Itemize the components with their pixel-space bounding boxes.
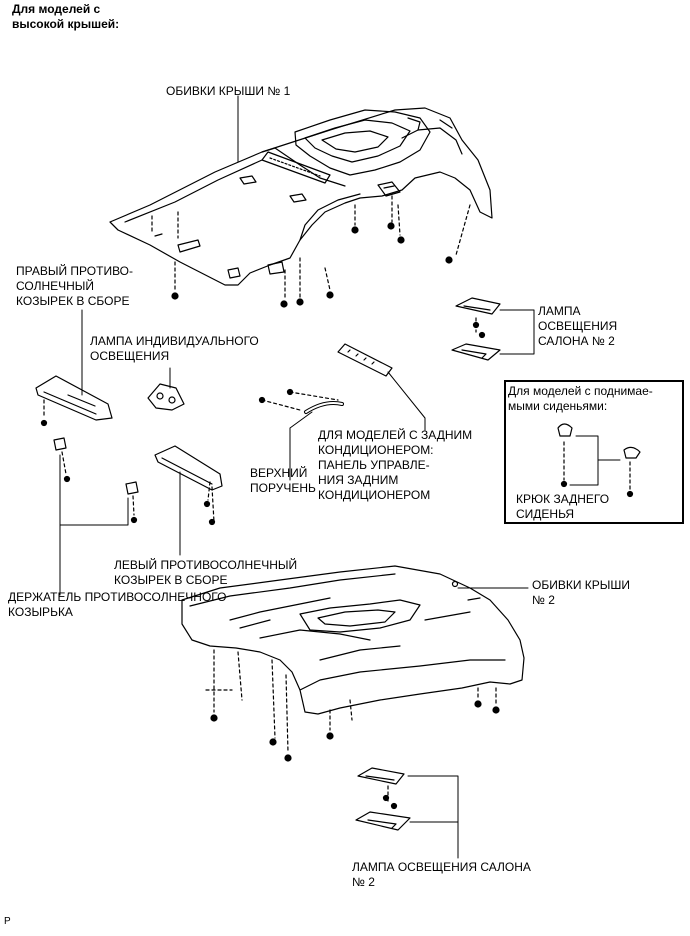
roof-lining-2-part (181, 565, 529, 762)
room-lamp-bottom-part (355, 767, 459, 859)
header-line-1: Для моделей с (12, 2, 101, 16)
room-lamp-top-part (451, 297, 535, 361)
left-sun-visor-part (154, 445, 223, 556)
label-personal-lamp: ЛАМПА ИНДИВИДУАЛЬНОГО ОСВЕЩЕНИЯ (90, 334, 259, 363)
label-rear-ac-panel: ДЛЯ МОДЕЛЕЙ С ЗАДНИМ КОНДИЦИОНЕРОМ: ПАНЕ… (318, 428, 473, 502)
label-room-lamp-bottom: ЛАМПА ОСВЕЩЕНИЯ САЛОНА № 2 (352, 860, 531, 889)
label-left-visor: ЛЕВЫЙ ПРОТИВОСОЛНЕЧНЫЙ КОЗЫРЕК В СБОРЕ (114, 558, 298, 587)
label-visor-holder: ДЕРЖАТЕЛЬ ПРОТИВОСОЛНЕЧНОГО КОЗЫРЬКА (8, 590, 227, 619)
header-line-2: высокой крышей: (12, 17, 120, 31)
label-assist-grip: ВЕРХНИЙ ПОРУЧЕНЬ (250, 466, 316, 495)
assist-grip-part (258, 388, 344, 481)
personal-lamp-part (147, 367, 185, 411)
footer-code: P (4, 916, 11, 927)
label-box-title: Для моделей с поднимае- мыми сиденьями: (508, 384, 653, 413)
rear-seat-hook-part (557, 423, 641, 498)
rear-ac-panel-part (337, 343, 426, 431)
label-roof-lining-1: ОБИВКИ КРЫШИ № 1 (166, 84, 291, 98)
label-seat-hook: КРЮК ЗАДНЕГО СИДЕНЬЯ (516, 492, 610, 521)
right-sun-visor-part (35, 309, 139, 524)
visor-holder-leader (59, 454, 129, 596)
label-room-lamp-top: ЛАМПА ОСВЕЩЕНИЯ САЛОНА № 2 (538, 304, 618, 348)
screw-icon (171, 222, 453, 308)
label-right-visor: ПРАВЫЙ ПРОТИВО- СОЛНЕЧНЫЙ КОЗЫРЕК В СБОР… (16, 264, 134, 308)
label-roof-lining-2: ОБИВКИ КРЫШИ № 2 (532, 578, 631, 607)
roof-lining-1-part (109, 95, 493, 308)
raise-seat-models-box (504, 380, 684, 524)
